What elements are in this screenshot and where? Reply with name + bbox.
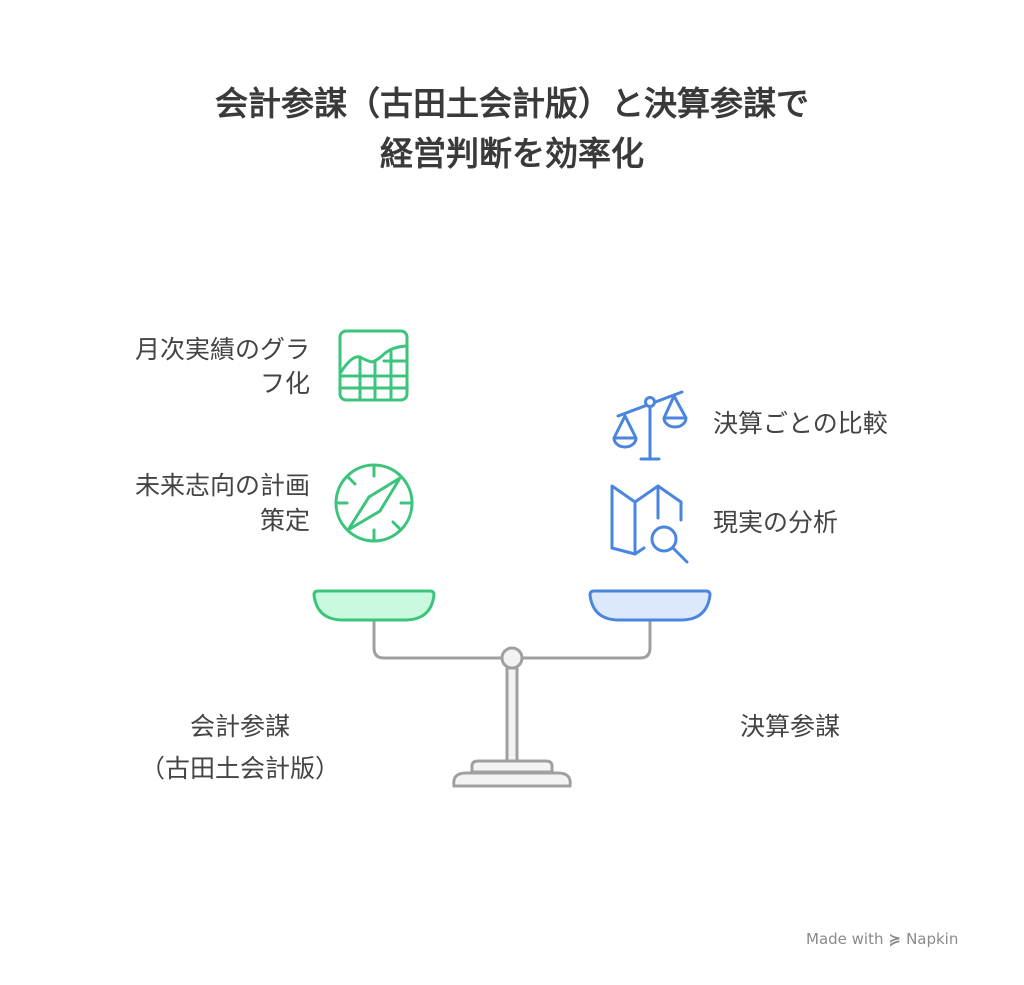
scale-base: [452, 771, 572, 788]
title-line-1: 会計参謀（古田土会計版）と決算参謀で: [215, 84, 809, 123]
napkin-brand: Napkin: [906, 930, 959, 948]
left-item-1-line-2: フ化: [259, 369, 310, 398]
left-pan: [312, 589, 436, 622]
right-side-label: 決算参謀: [739, 712, 840, 741]
scale-pivot: [500, 646, 524, 670]
left-item-2-line-1: 未来志向の計画: [134, 471, 310, 500]
right-pan: [588, 589, 712, 622]
balance-scale-icon: [612, 390, 688, 461]
left-item-1-line-1: 月次実績のグラ: [134, 335, 310, 364]
map-search-icon: [610, 484, 689, 564]
napkin-logo-icon: ≽: [888, 930, 902, 948]
left-side-label-line-2: （古田土会計版）: [139, 754, 340, 783]
made-with-text: Made with: [806, 930, 884, 948]
left-item-2-line-2: 策定: [259, 506, 310, 535]
left-side-label-line-1: 会計参謀: [189, 712, 290, 741]
title-line-2: 経営判断を効率化: [380, 134, 644, 173]
scale-base-top: [470, 759, 554, 774]
footer-watermark: Made with ≽ Napkin: [806, 930, 958, 948]
compass-icon: [334, 463, 414, 543]
right-item-2-label: 現実の分析: [713, 508, 839, 537]
chart-grid-icon: [338, 329, 409, 402]
right-item-1-label: 決算ごとの比較: [713, 409, 888, 438]
scale-post: [505, 666, 519, 764]
